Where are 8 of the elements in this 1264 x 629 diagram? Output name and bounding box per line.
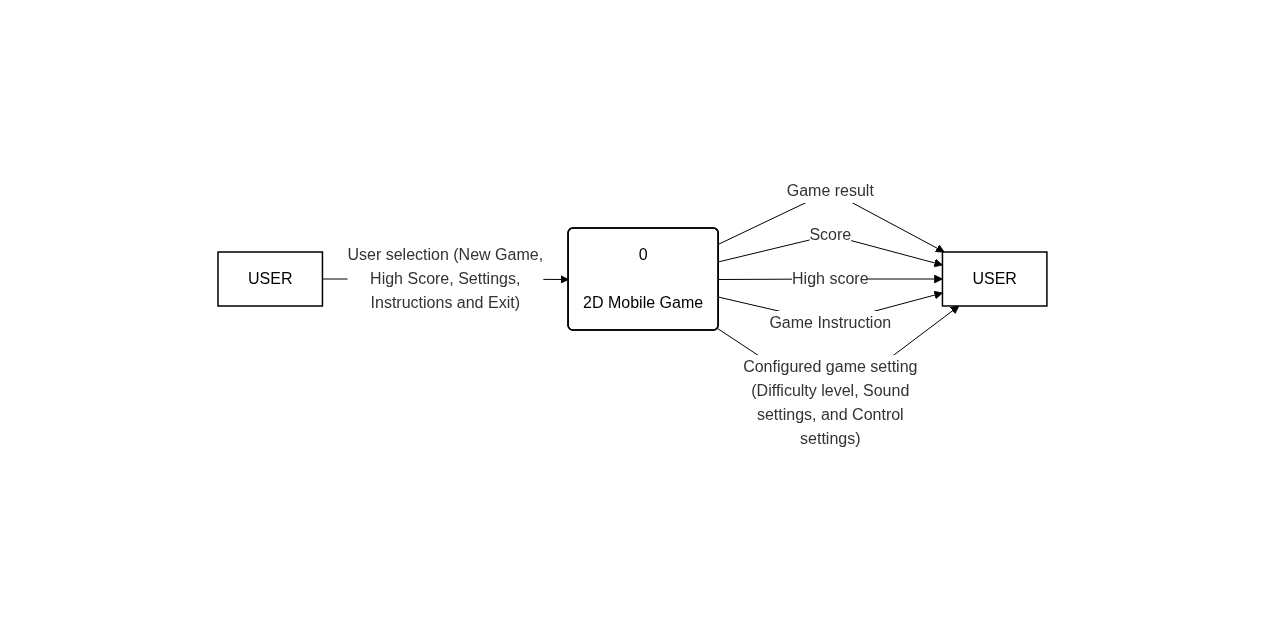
edge-label: Configured game setting (Difficulty level, Sound settings, and Control settings) (742, 357, 917, 447)
edge-label: Game Instruction (768, 313, 891, 331)
edge-label: Game result (786, 181, 874, 199)
node-box: USER (216, 250, 323, 307)
edge-label: Score (808, 225, 851, 243)
node-box: USER (941, 250, 1048, 307)
edge-label: User selection (New Game, High Score, Settings, Instructions and Exit) (347, 245, 543, 311)
edge-label: High score (791, 269, 869, 287)
